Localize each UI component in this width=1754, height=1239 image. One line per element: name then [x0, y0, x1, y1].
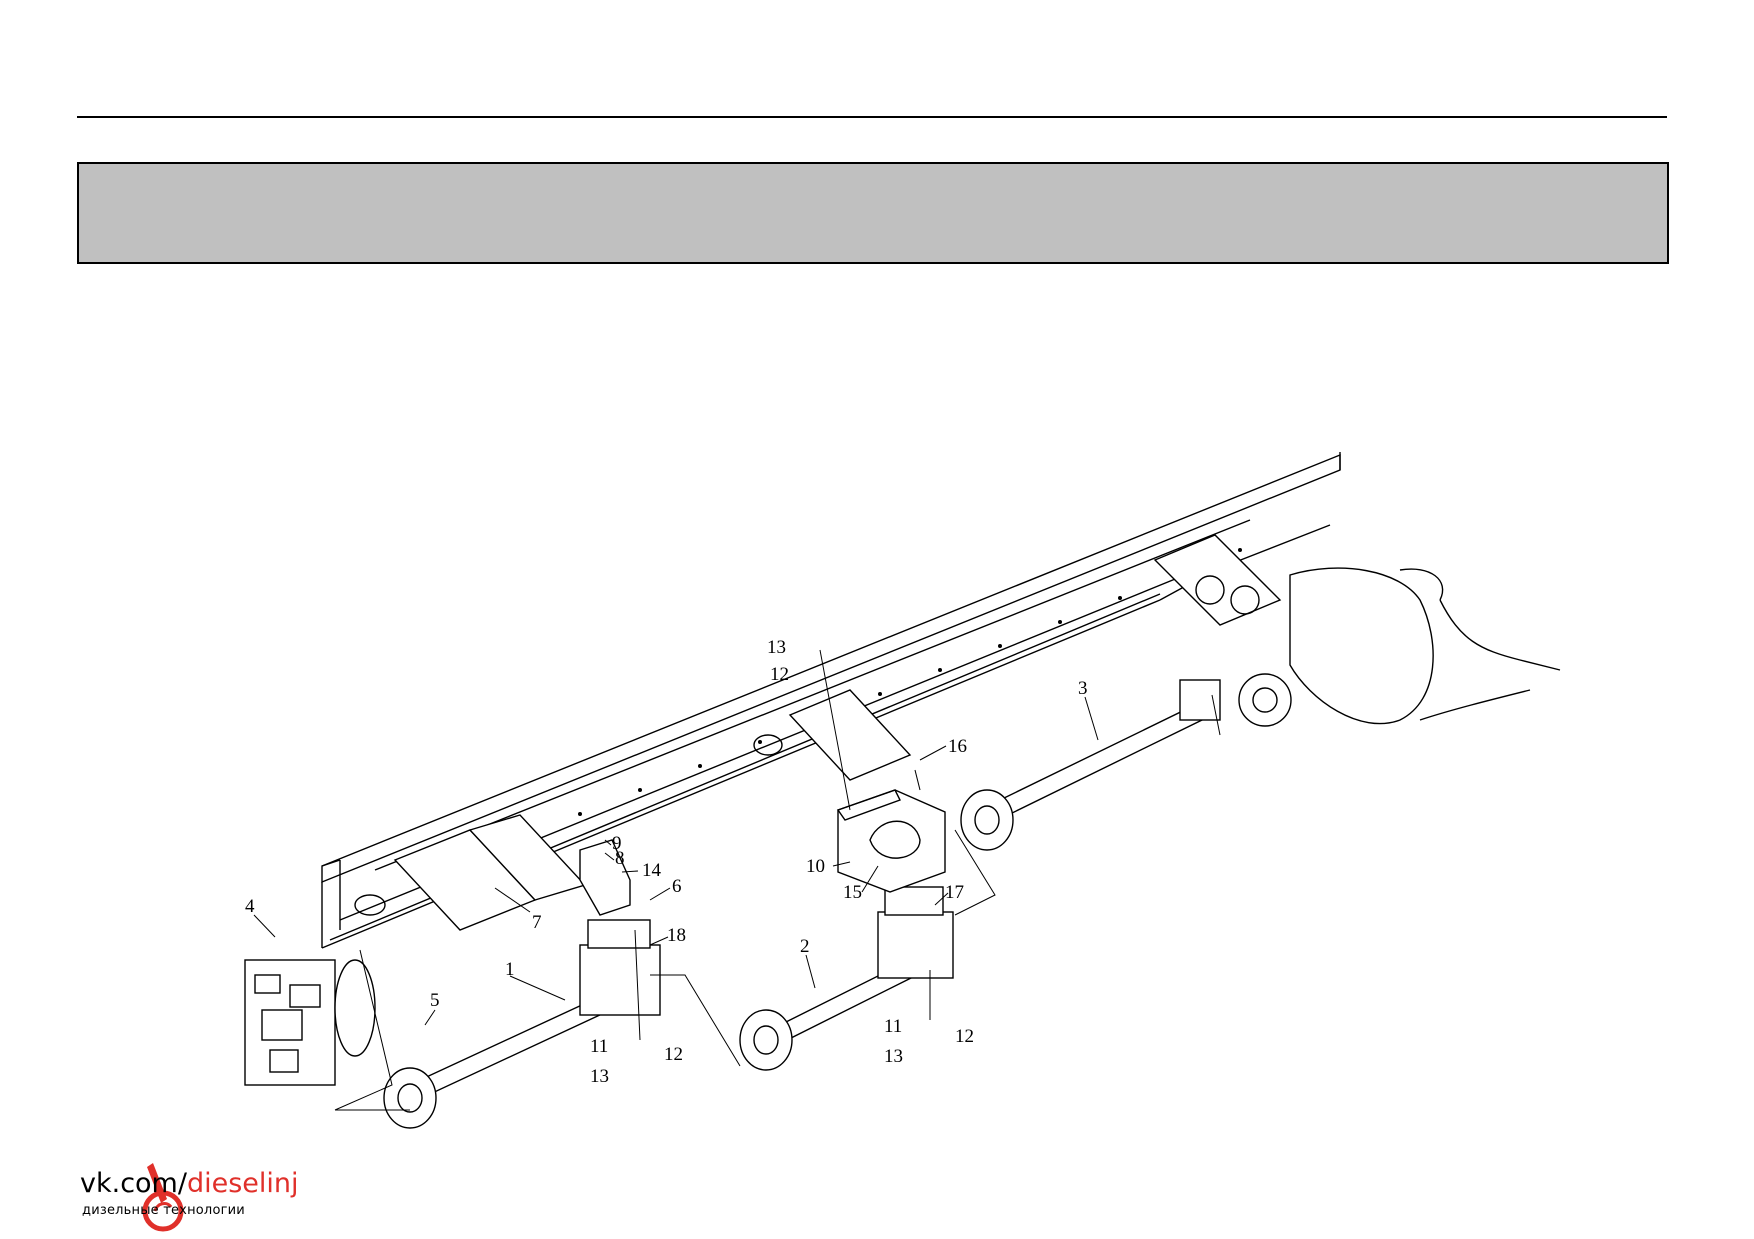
callout-13-left: 13: [590, 1066, 609, 1087]
callout-1: 1: [505, 959, 515, 980]
callout-12-top: 12: [770, 664, 789, 685]
rear-axle-housing: [1238, 567, 1561, 727]
bracket-6: [579, 839, 631, 916]
cross-member-mid: [753, 689, 912, 781]
callout-13-top: 13: [767, 637, 786, 658]
callout-8: 8: [615, 848, 625, 869]
callout-5: 5: [430, 990, 440, 1011]
driveshaft-3: [960, 679, 1221, 851]
watermark-domain: vk.com/: [80, 1168, 187, 1199]
callout-6: 6: [672, 876, 682, 897]
transmission-housing: [244, 959, 376, 1086]
callout-11-left: 11: [590, 1036, 608, 1057]
callout-10: 10: [806, 856, 825, 877]
callout-16: 16: [948, 736, 967, 757]
label-leaders: [253, 696, 1099, 1026]
header-banner: [77, 162, 1669, 264]
callout-11-right: 11: [884, 1016, 902, 1037]
callout-12-left: 12: [664, 1044, 683, 1065]
top-rule: [77, 116, 1667, 118]
watermark-subtitle: дизельные технологии: [82, 1203, 245, 1218]
callout-13-right: 13: [884, 1046, 903, 1067]
callout-17: 17: [945, 882, 964, 903]
watermark-link[interactable]: vk.com/dieselinj: [80, 1168, 299, 1199]
watermark-name: dieselinj: [186, 1168, 299, 1199]
callout-18: 18: [667, 925, 686, 946]
callout-9: 9: [612, 833, 622, 854]
callout-2: 2: [800, 936, 810, 957]
callout-15: 15: [843, 882, 862, 903]
cross-member-front: [354, 814, 587, 931]
driveshaft-1: [383, 919, 661, 1129]
callout-3: 3: [1078, 678, 1088, 699]
driveshaft-2: [739, 886, 954, 1071]
callout-4: 4: [245, 896, 255, 917]
bracket-15: [836, 789, 946, 893]
callout-14: 14: [642, 860, 662, 881]
cross-member-rear: [1153, 534, 1282, 626]
callout-7: 7: [532, 912, 542, 933]
diesel-injector-logo-icon: [142, 1163, 184, 1232]
callout-12-right: 12: [955, 1026, 974, 1047]
assembly-leaders: [334, 649, 1221, 1111]
